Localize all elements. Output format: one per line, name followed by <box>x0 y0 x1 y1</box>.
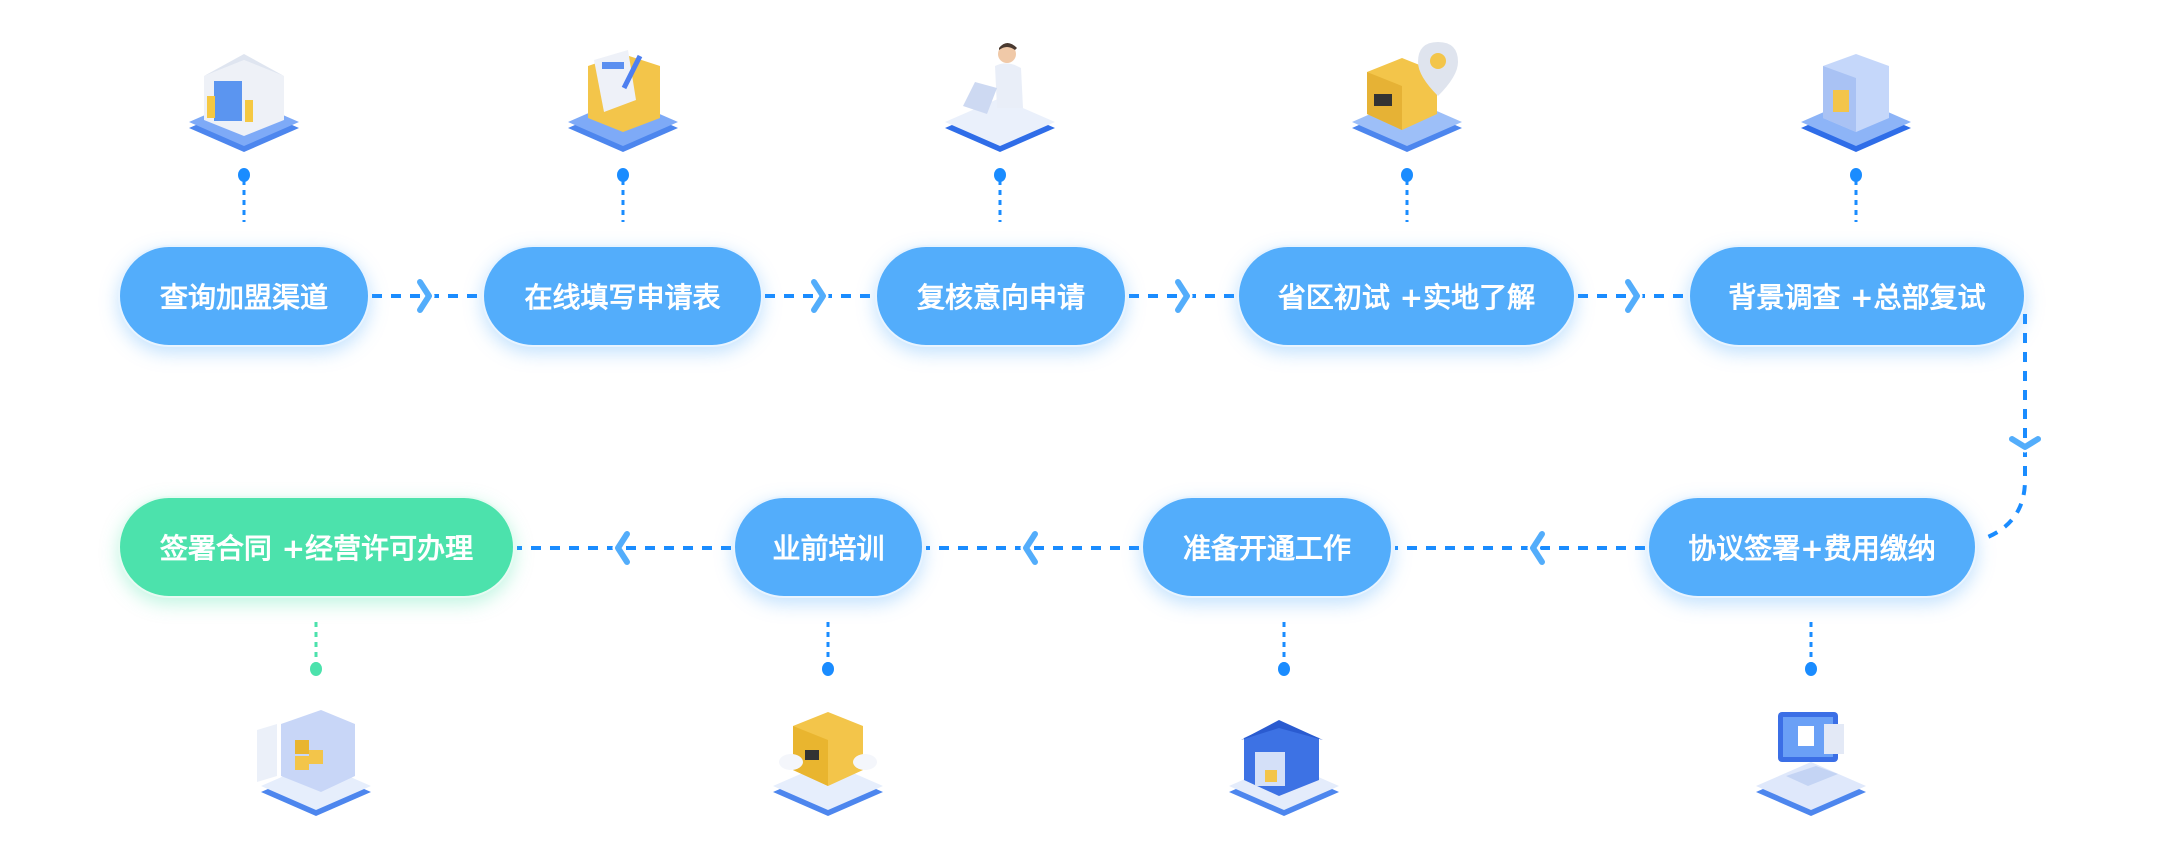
connector-5-6 <box>1979 314 2027 542</box>
step-4-provincial-interview: 省区初试 +实地了解 <box>1237 245 1576 347</box>
chevron-left-icon <box>615 531 630 565</box>
chevron-down-icon <box>2009 436 2041 450</box>
dot-5 <box>1850 168 1862 182</box>
step-1-query-channel: 查询加盟渠道 <box>118 245 370 347</box>
chevron-right-icon <box>417 279 432 313</box>
dot-2 <box>617 168 629 182</box>
dot-7 <box>1278 662 1290 676</box>
person-at-laptop-icon <box>945 43 1055 152</box>
dot-8 <box>822 662 834 676</box>
storefront-icon <box>1801 54 1911 152</box>
warehouse-building-icon <box>189 54 299 152</box>
dot-4 <box>1401 168 1413 182</box>
dot-3 <box>994 168 1006 182</box>
chevron-left-icon <box>1530 531 1545 565</box>
warehouse-icon <box>1229 720 1339 816</box>
computer-document-icon <box>1756 712 1866 816</box>
step-6-agreement-payment: 协议签署+费用缴纳 <box>1647 496 1977 598</box>
step-9-sign-contract-license: 签署合同 +经营许可办理 <box>118 496 515 598</box>
chevron-right-icon <box>1175 279 1190 313</box>
dot-1 <box>238 168 250 182</box>
step-3-review-application: 复核意向申请 <box>875 245 1127 347</box>
package-location-pin-icon <box>1352 42 1462 152</box>
step-5-background-check: 背景调查 +总部复试 <box>1688 245 2026 347</box>
step-7-prepare-opening: 准备开通工作 <box>1141 496 1393 598</box>
step-8-pre-opening-training: 业前培训 <box>733 496 924 598</box>
chevron-left-icon <box>1023 531 1038 565</box>
hands-holding-package-icon <box>773 712 883 816</box>
chevron-right-icon <box>811 279 826 313</box>
shipping-container-icon <box>257 710 371 816</box>
dot-6 <box>1805 662 1817 676</box>
dot-9 <box>310 662 322 676</box>
chevron-right-icon <box>1625 279 1640 313</box>
step-2-online-application: 在线填写申请表 <box>482 245 763 347</box>
application-form-box-icon <box>568 50 678 152</box>
